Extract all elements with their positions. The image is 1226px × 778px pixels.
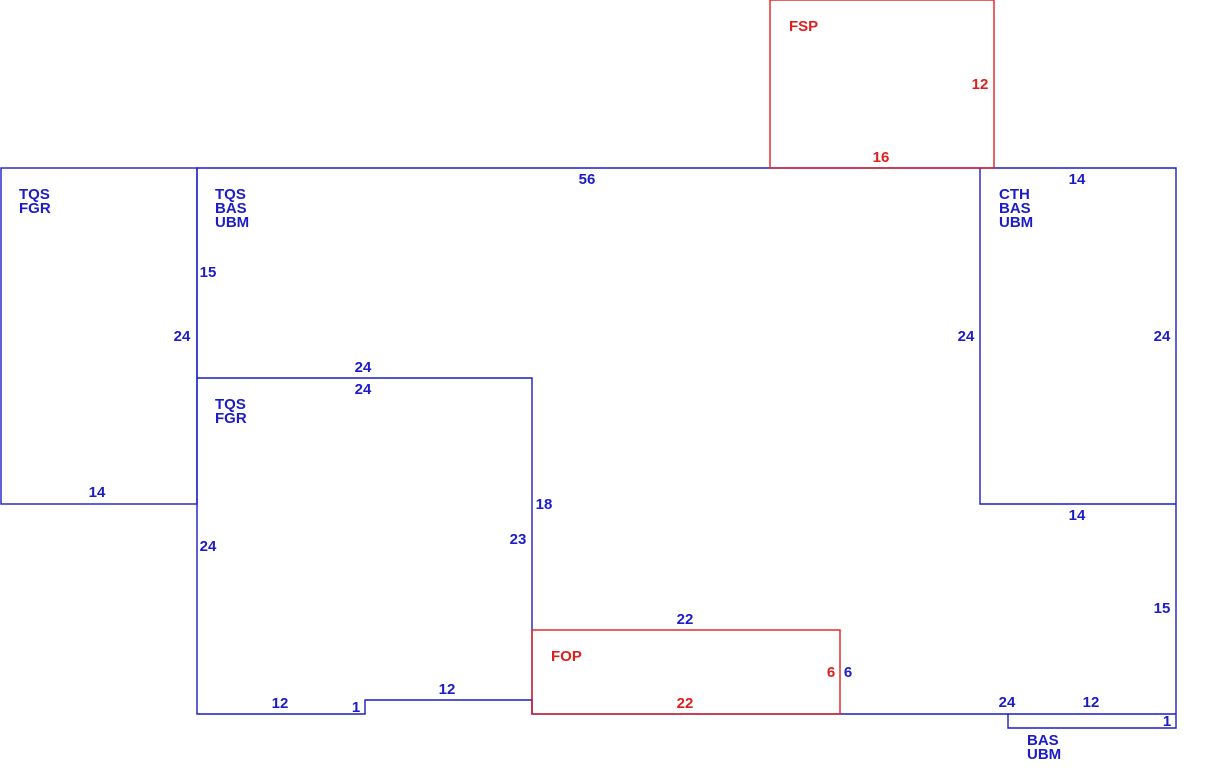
dim-right-wing-right: 24 [1154, 328, 1171, 345]
dim-fsp-bottom: 16 [873, 149, 890, 166]
dim-fop-right-inner: 6 [827, 664, 835, 681]
dim-right-wing-left: 24 [958, 328, 975, 345]
left-wing-code-1: TQS [19, 186, 50, 203]
dim-left-wing-bottom: 14 [89, 484, 106, 501]
dim-bottom-jog: 1 [352, 699, 360, 716]
dim-center-top-inner: 24 [355, 381, 372, 398]
front-porch-outline [531, 629, 841, 715]
dim-center-right-inner: 23 [510, 531, 527, 548]
dim-bottom-mid: 12 [439, 681, 456, 698]
left-wing-outline [0, 167, 198, 505]
center-section-outline [197, 377, 533, 714]
dim-left-wing-right: 24 [174, 328, 191, 345]
dim-main-top: 56 [579, 171, 596, 188]
front-porch-code: FOP [551, 648, 582, 665]
main-code-1: TQS [215, 186, 246, 203]
dim-right-wing-bottom: 14 [1069, 507, 1086, 524]
dim-fop-top: 22 [677, 611, 694, 628]
center-code-2: FGR [215, 410, 247, 427]
dim-bump-top: 12 [1083, 694, 1100, 711]
dim-bottom-left: 12 [272, 695, 289, 712]
left-wing-code-2: FGR [19, 200, 51, 217]
bump-code-2: UBM [1027, 746, 1061, 763]
dim-fop-bottom: 22 [677, 695, 694, 712]
dim-bump-right: 1 [1163, 713, 1171, 730]
dim-bottom-right: 24 [999, 694, 1016, 711]
dim-main-left-upper: 15 [200, 264, 217, 281]
right-wing-code-2: BAS [999, 200, 1031, 217]
dim-center-top-outer: 24 [355, 359, 372, 376]
rear-porch-outline [769, 0, 995, 169]
dim-right-lower: 15 [1154, 600, 1171, 617]
rear-porch-code: FSP [789, 18, 818, 35]
center-code-1: TQS [215, 396, 246, 413]
main-structure-outline [196, 167, 1177, 729]
dim-fop-right-outer: 6 [844, 664, 852, 681]
bump-code-1: BAS [1027, 732, 1059, 749]
right-wing-code-3: UBM [999, 214, 1033, 231]
main-code-3: UBM [215, 214, 249, 231]
main-code-2: BAS [215, 200, 247, 217]
right-wing-outline [979, 168, 1176, 505]
dim-center-left: 24 [200, 538, 217, 555]
dim-fsp-right: 12 [972, 76, 989, 93]
dim-right-wing-top: 14 [1069, 171, 1086, 188]
dim-center-right-outer: 18 [536, 496, 553, 513]
right-wing-code-1: CTH [999, 186, 1030, 203]
